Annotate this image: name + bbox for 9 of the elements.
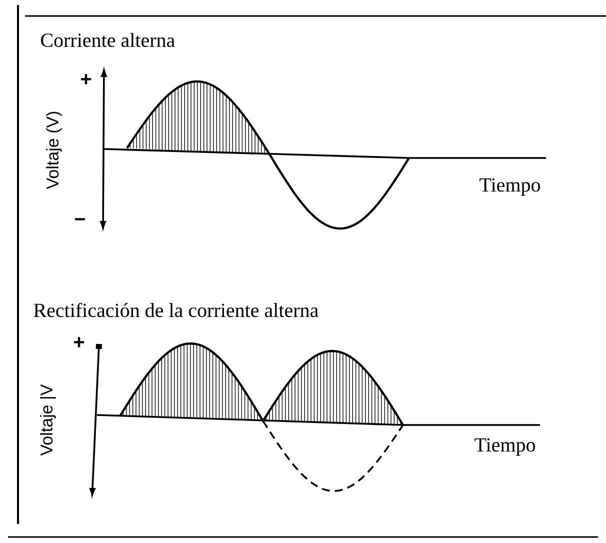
panel-heading: Rectificación de la corriente alterna bbox=[34, 302, 318, 318]
polarity-sign: + bbox=[74, 337, 84, 348]
axis-label: Tiempo bbox=[474, 438, 535, 456]
axis-label: Voltaje (V) bbox=[46, 112, 62, 190]
polarity-sign: + bbox=[81, 74, 92, 84]
axis-label: Voltaje |V bbox=[40, 384, 56, 456]
polarity-sign: − bbox=[75, 218, 86, 220]
axis-label: Tiempo bbox=[480, 178, 540, 196]
panel-heading: Corriente alterna bbox=[41, 32, 175, 48]
